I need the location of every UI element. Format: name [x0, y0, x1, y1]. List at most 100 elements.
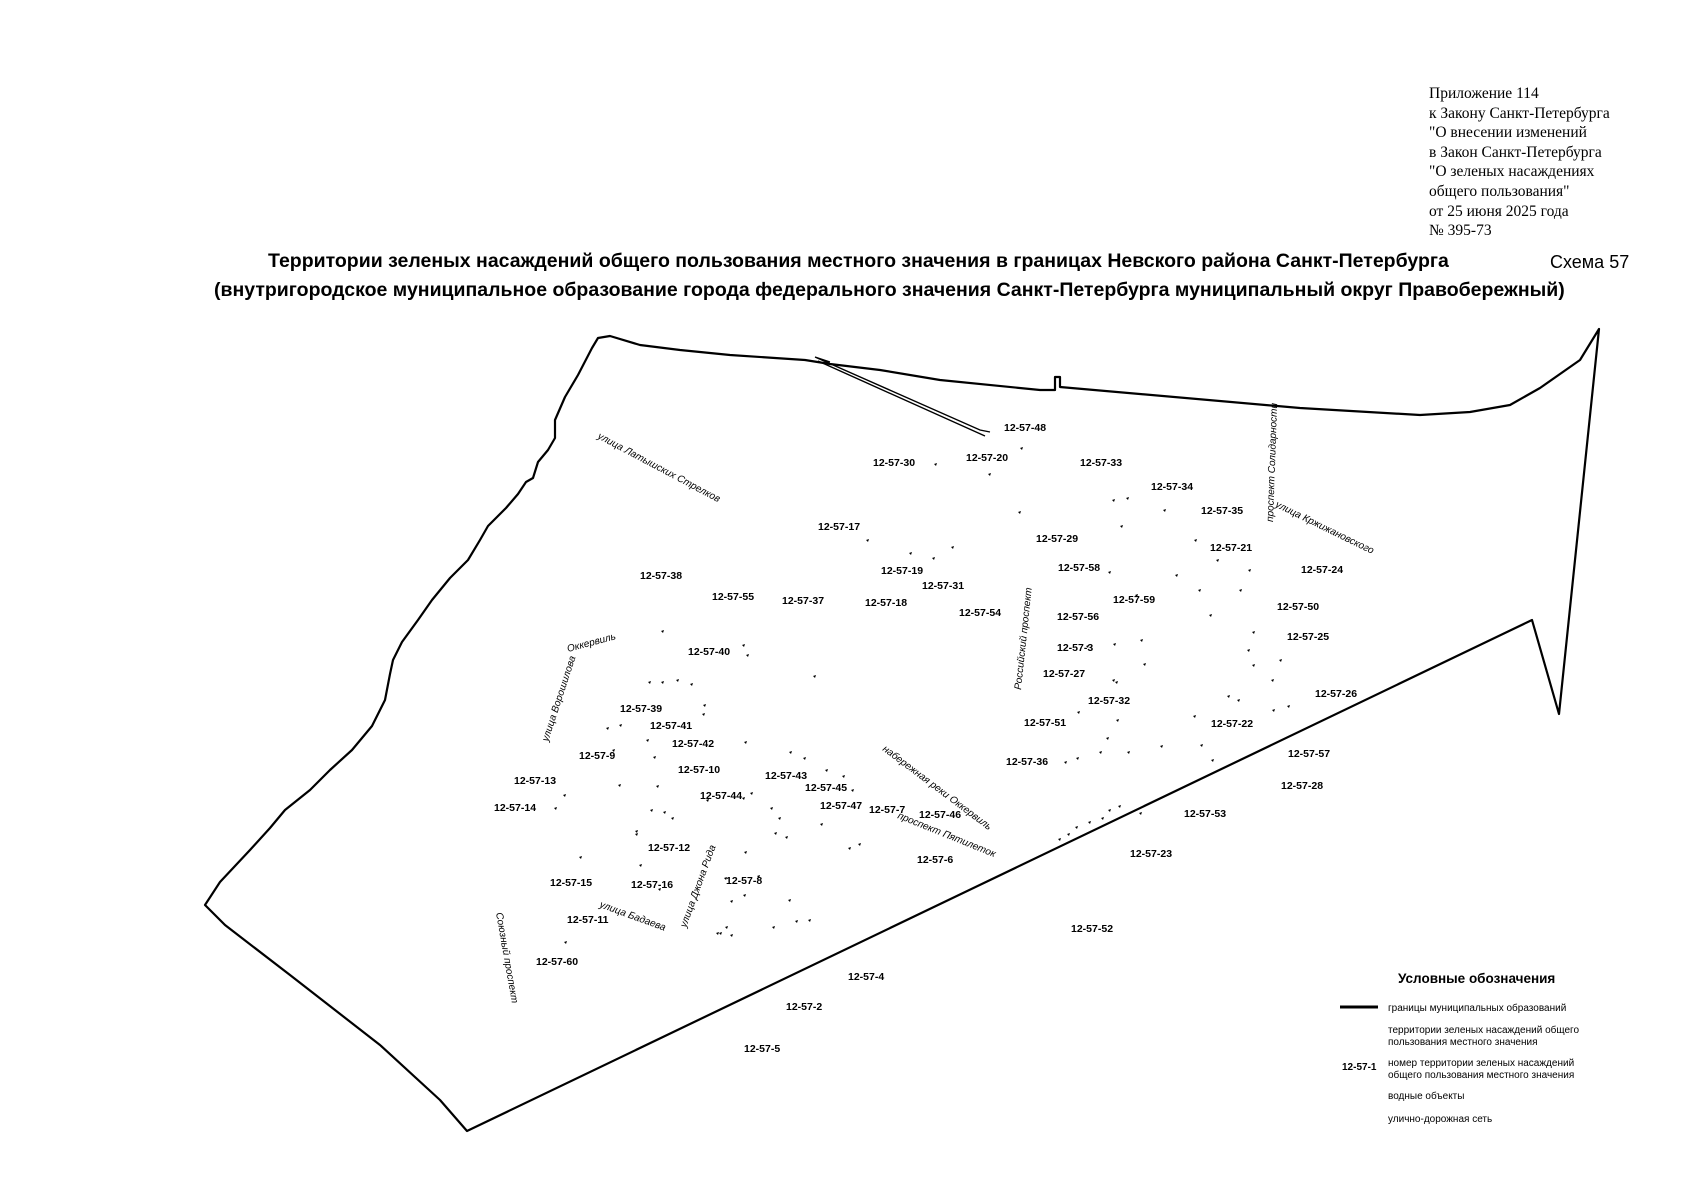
green-area-marker: [658, 888, 661, 891]
legend: Условные обозначения границы муниципальн…: [1340, 971, 1579, 1125]
zone-label: 12-57-43: [765, 770, 807, 782]
annex-line: к Закону Санкт-Петербурга: [1429, 104, 1610, 122]
zone-label: 12-57-33: [1080, 457, 1122, 469]
zone-label: 12-57-15: [550, 877, 592, 889]
green-area-marker: [702, 713, 705, 716]
zone-label: 12-57-54: [959, 607, 1001, 619]
green-area-marker: [1106, 737, 1109, 740]
canal-strip: [814, 356, 991, 437]
annex-line: в Закон Санкт-Петербурга: [1429, 143, 1602, 161]
zone-label: 12-57-2: [786, 1001, 822, 1013]
green-area-marker: [1175, 574, 1178, 577]
green-area-marker: [750, 792, 753, 795]
green-area-marker: [648, 681, 651, 684]
green-area-marker: [951, 546, 954, 549]
green-area-marker: [1252, 664, 1255, 667]
green-area-marker: [778, 817, 781, 820]
street-label-solidarnosti: проспект Солидарности: [1265, 402, 1280, 522]
green-area-marker: [1101, 817, 1104, 820]
green-area-marker: [1088, 821, 1091, 824]
zone-label: 12-57-35: [1201, 505, 1243, 517]
zone-labels: 12-57-48 12-57-30 12-57-20 12-57-33 12-5…: [494, 422, 1357, 1055]
street-label-voroshilova: улица Ворошилова: [540, 654, 578, 744]
green-area-marker: [744, 741, 747, 744]
green-area-marker: [1252, 631, 1255, 634]
legend-roads-text: улично-дорожная сеть: [1388, 1114, 1492, 1125]
zone-label: 12-57-58: [1058, 562, 1100, 574]
green-area-marker: [1067, 833, 1070, 836]
zone-label: 12-57-51: [1024, 717, 1066, 729]
green-area-marker: [1200, 744, 1203, 747]
green-area-marker: [1099, 751, 1102, 754]
zone-label: 12-57-14: [494, 802, 536, 814]
green-area-marker: [1058, 838, 1061, 841]
street-label-latyshskikh-strelkov: улица Латышских Стрелков: [595, 430, 722, 505]
green-area-marker: [650, 809, 653, 812]
zone-label: 12-57-23: [1130, 848, 1172, 860]
green-area-marker: [757, 875, 760, 878]
green-area-marker: [1143, 663, 1146, 666]
scheme-label: Схема 57: [1550, 252, 1630, 272]
annex-line: № 395-73: [1429, 222, 1492, 240]
green-area-marker: [1075, 826, 1078, 829]
zone-label: 12-57-7: [869, 804, 905, 816]
green-area-marker: [1020, 447, 1023, 450]
green-area-marker: [866, 539, 869, 542]
legend-title: Условные обозначения: [1398, 971, 1555, 986]
green-area-marker: [1108, 571, 1111, 574]
zone-label: 12-57-44: [700, 790, 742, 802]
green-area-marker: [1120, 525, 1123, 528]
street-label-dzhona-rida: улица Джона Рида: [678, 843, 719, 930]
green-area-marker: [554, 807, 557, 810]
green-area-marker: [639, 864, 642, 867]
zone-label: 12-57-41: [650, 720, 692, 732]
green-area-marker: [1272, 709, 1275, 712]
street-label-soyuzny: Союзный проспект: [493, 912, 520, 1005]
zone-label: 12-57-52: [1071, 923, 1113, 935]
green-area-marker: [703, 704, 706, 707]
green-area-marker: [1193, 715, 1196, 718]
green-area-marker: [1194, 539, 1197, 542]
green-area-marker: [619, 724, 622, 727]
green-area-marker: [1237, 699, 1240, 702]
green-area-marker: [744, 851, 747, 854]
zone-label: 12-57-27: [1043, 668, 1085, 680]
zone-label: 12-57-12: [648, 842, 690, 854]
zone-label: 12-57-25: [1287, 631, 1329, 643]
green-area-marker: [842, 775, 845, 778]
green-area-marker: [690, 683, 693, 686]
green-area-marker: [1227, 695, 1230, 698]
zone-label: 12-57-55: [712, 591, 754, 603]
zone-label: 12-57-42: [672, 738, 714, 750]
green-area-marker: [1018, 511, 1021, 514]
zone-label: 12-57-22: [1211, 718, 1253, 730]
green-area-marker: [1108, 809, 1111, 812]
zone-label: 12-57-37: [782, 595, 824, 607]
green-area-marker: [770, 807, 773, 810]
legend-green-text: пользования местного значения: [1388, 1037, 1538, 1048]
zone-label: 12-57-46: [919, 809, 961, 821]
zone-label: 12-57-40: [688, 646, 730, 658]
green-area-marker: [1135, 594, 1138, 597]
map-title: Территории зеленых насаждений общего пол…: [268, 250, 1449, 272]
zone-label: 12-57-60: [536, 956, 578, 968]
zone-label: 12-57-6: [917, 854, 953, 866]
green-area-marker: [1247, 649, 1250, 652]
green-area-marker: [716, 932, 719, 935]
street-label-okkervil: Оккервиль: [566, 631, 617, 655]
green-area-marker: [1116, 719, 1119, 722]
green-area-marker: [858, 843, 861, 846]
green-area-marker: [1287, 705, 1290, 708]
green-area-marker: [1160, 745, 1163, 748]
green-area-marker: [1216, 559, 1219, 562]
green-area-marker: [564, 941, 567, 944]
green-area-marker: [848, 847, 851, 850]
green-area-marker: [934, 463, 937, 466]
zone-label: 12-57-39: [620, 703, 662, 715]
green-area-marker: [1077, 711, 1080, 714]
green-area-marker: [742, 797, 745, 800]
green-area-marker: [661, 681, 664, 684]
green-area-marker: [1279, 659, 1282, 662]
annex-line: "О зеленых насаждениях: [1429, 163, 1595, 181]
